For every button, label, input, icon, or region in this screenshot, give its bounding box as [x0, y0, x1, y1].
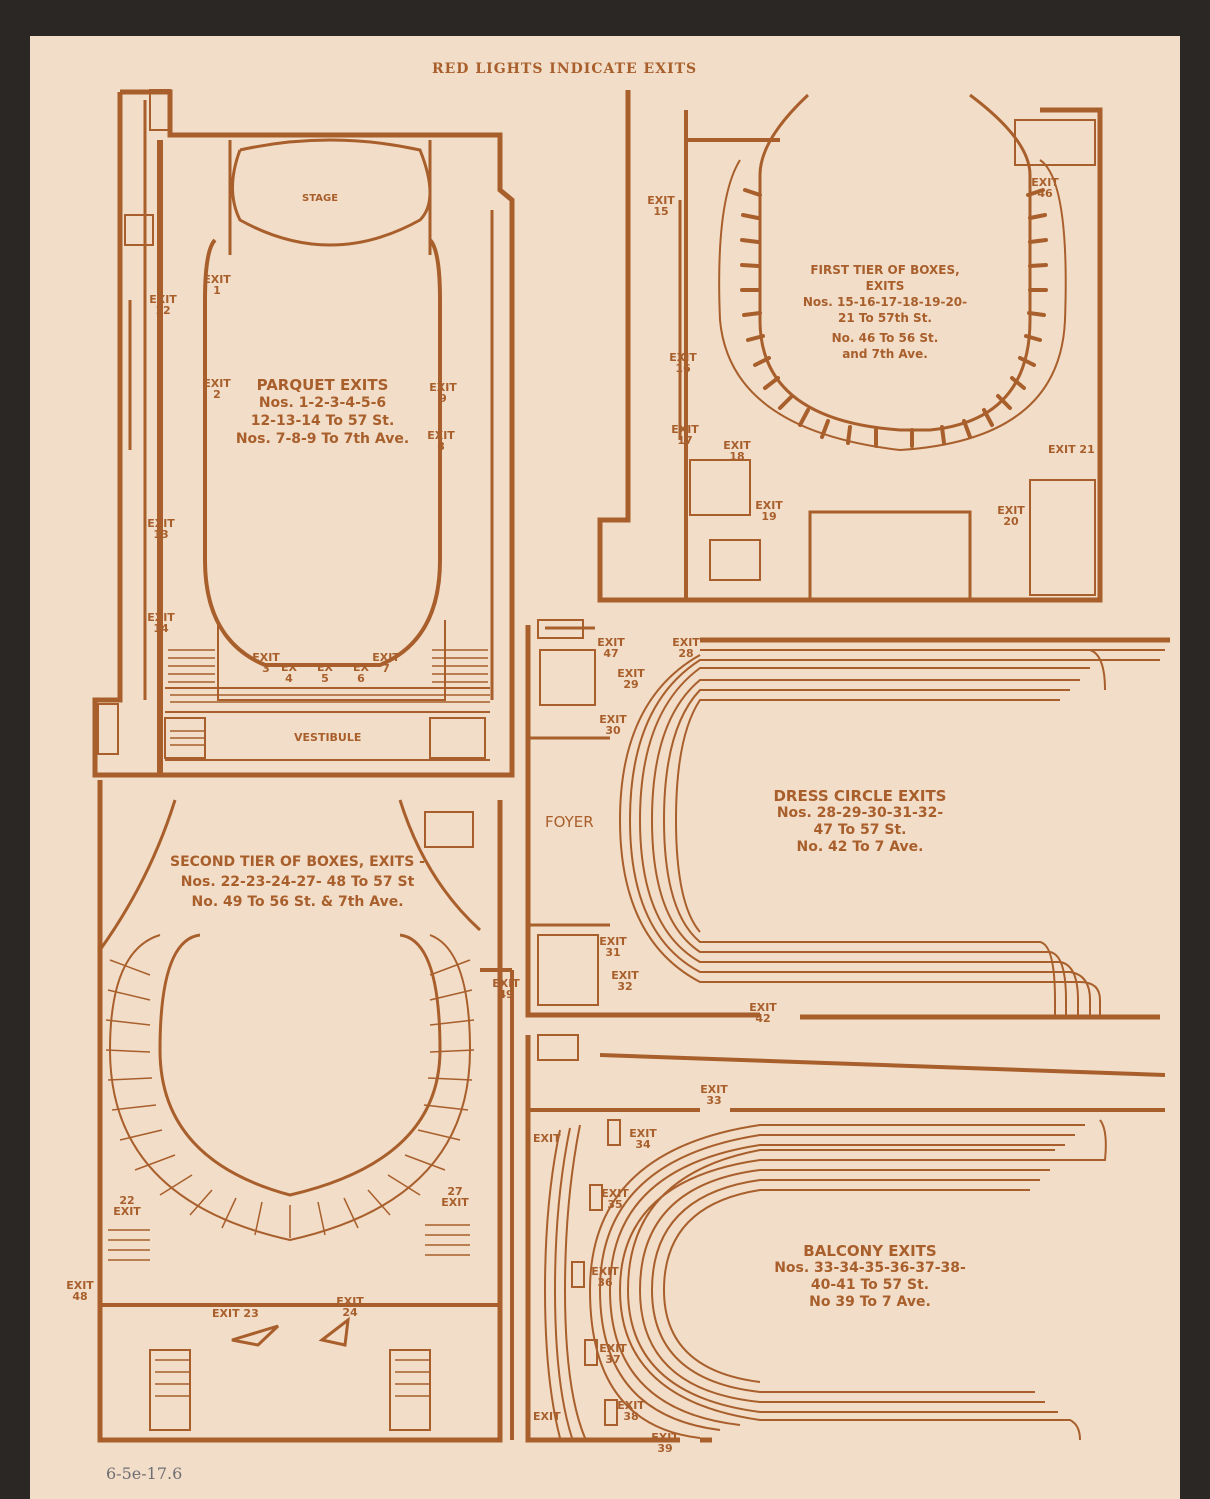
- exit-27-label: 27 EXIT: [441, 1185, 469, 1209]
- exit-30-label: EXIT 30: [599, 713, 627, 737]
- exit-20-label: EXIT 20: [997, 504, 1025, 528]
- parquet-plan: [92, 89, 515, 778]
- exit-29-label: EXIT 29: [617, 667, 645, 691]
- exit-15-label: EXIT 15: [647, 194, 675, 218]
- program-page: [30, 36, 1180, 1499]
- exit-24-label: EXIT 24: [336, 1295, 364, 1319]
- dress-circle-plan: [525, 619, 1170, 1020]
- dress-circle-info: DRESS CIRCLE EXITS Nos. 28-29-30-31-32- …: [760, 788, 960, 856]
- first-tier-info: FIRST TIER OF BOXES, EXITS Nos. 15-16-17…: [790, 262, 980, 362]
- exit-3-label: EXIT 3: [252, 651, 280, 675]
- exit-5-label: EX 5: [317, 661, 333, 685]
- dress-circle-line-3: No. 42 To 7 Ave.: [796, 839, 924, 855]
- exit-28-label: EXIT 28: [672, 636, 700, 660]
- exit-31-label: EXIT 31: [599, 935, 627, 959]
- exit-4-label: EX 4: [281, 661, 297, 685]
- exit-16-label: EXIT 16: [669, 351, 697, 375]
- exit-38-label: EXIT 38: [617, 1399, 645, 1423]
- exit-6-label: EX 6: [353, 661, 369, 685]
- exit-42-label: EXIT 42: [749, 1001, 777, 1025]
- exit-8-label: EXIT 8: [427, 429, 455, 453]
- first-tier-line-4: and 7th Ave.: [842, 347, 928, 361]
- exit-9-label: EXIT 9: [429, 381, 457, 405]
- balcony-title: BALCONY EXITS: [803, 1242, 937, 1260]
- exit-32-label: EXIT 32: [611, 969, 639, 993]
- exit-21-label: EXIT 21: [1048, 443, 1095, 456]
- stage-label: STAGE: [302, 193, 339, 204]
- dress-circle-line-1: Nos. 28-29-30-31-32-: [776, 805, 944, 821]
- exit-39-label: EXIT 39: [651, 1431, 679, 1455]
- exit-46-label: EXIT 46: [1031, 176, 1059, 200]
- parquet-stair-hatching: [168, 649, 490, 746]
- second-tier-line-2: No. 49 To 56 St. & 7th Ave.: [191, 894, 404, 910]
- exit-36-label: EXIT 36: [591, 1265, 619, 1289]
- exit-22-label: 22 EXIT: [113, 1194, 141, 1218]
- exit-33-label: EXIT 33: [700, 1083, 728, 1107]
- dress-circle-rows: [618, 649, 1165, 1015]
- parquet-line-3: Nos. 7-8-9 To 7th Ave.: [235, 431, 410, 447]
- exit-2-label: EXIT 2: [203, 377, 231, 401]
- exit-37-label: EXIT 37: [599, 1342, 627, 1366]
- first-tier-box-partitions: [740, 188, 1048, 448]
- exit-23-label: EXIT 23: [212, 1307, 259, 1320]
- first-tier-line-1: Nos. 15-16-17-18-19-20-: [802, 295, 968, 309]
- exit-13-label: EXIT 13: [147, 517, 175, 541]
- first-tier-line-2: 21 To 57th St.: [838, 311, 932, 325]
- exit-14-label: EXIT 14: [147, 611, 175, 635]
- first-tier-plan: [597, 90, 1103, 603]
- balcony-rows: [543, 1119, 1107, 1441]
- foyer-label: FOYER: [545, 813, 594, 831]
- first-tier-title: FIRST TIER OF BOXES, EXITS: [810, 263, 960, 293]
- first-tier-line-3: No. 46 To 56 St.: [831, 331, 939, 345]
- exit-18-label: EXIT 18: [723, 439, 751, 463]
- exit-49-label: EXIT 49: [492, 977, 520, 1001]
- exit-12-label: EXIT 12: [149, 293, 177, 317]
- exit-17-label: EXIT 17: [671, 423, 699, 447]
- second-tier-line-1: Nos. 22-23-24-27- 48 To 57 St: [180, 874, 415, 890]
- exit-7-label: EXIT 7: [372, 651, 400, 675]
- exit-1-label: EXIT 1: [203, 273, 231, 297]
- exit-41-label: EXIT: [533, 1410, 561, 1423]
- exit-19-label: EXIT 19: [755, 499, 783, 523]
- dress-circle-title: DRESS CIRCLE EXITS: [773, 787, 947, 805]
- dress-circle-line-2: 47 To 57 St.: [813, 822, 907, 838]
- exit-35-label: EXIT 35: [601, 1187, 629, 1211]
- balcony-info: BALCONY EXITS Nos. 33-34-35-36-37-38- 40…: [760, 1243, 980, 1311]
- exit-40-label: EXIT: [533, 1132, 561, 1145]
- second-tier-box-partitions: [105, 959, 475, 1397]
- exit-47-label: EXIT 47: [597, 636, 625, 660]
- parquet-line-1: Nos. 1-2-3-4-5-6: [258, 395, 387, 411]
- parquet-line-2: 12-13-14 To 57 St.: [250, 413, 395, 429]
- second-tier-plan: [97, 780, 514, 1443]
- parquet-exits-info: PARQUET EXITS Nos. 1-2-3-4-5-6 12-13-14 …: [225, 376, 420, 448]
- handwritten-note: 6-5e-17.6: [106, 1464, 183, 1483]
- exit-48-label: EXIT 48: [66, 1279, 94, 1303]
- vestibule-label: VESTIBULE: [294, 731, 362, 744]
- balcony-plan: [525, 1034, 1166, 1443]
- second-tier-title: SECOND TIER OF BOXES, EXITS -: [170, 854, 425, 870]
- balcony-line-3: No 39 To 7 Ave.: [809, 1294, 931, 1310]
- page-header: RED LIGHTS INDICATE EXITS: [432, 61, 698, 77]
- parquet-title: PARQUET EXITS: [256, 376, 389, 394]
- balcony-line-2: 40-41 To 57 St.: [810, 1277, 930, 1293]
- exit-34-label: EXIT 34: [629, 1127, 657, 1151]
- second-tier-info: SECOND TIER OF BOXES, EXITS - Nos. 22-23…: [160, 852, 435, 912]
- balcony-line-1: Nos. 33-34-35-36-37-38-: [774, 1260, 966, 1276]
